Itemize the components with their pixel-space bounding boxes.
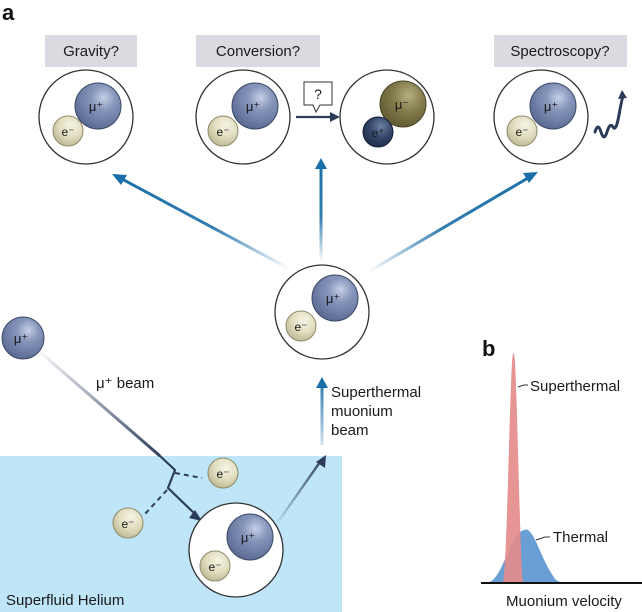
muon-minus-label: μ⁻ (395, 97, 409, 112)
antimuonium-atom: μ⁻ e⁺ (339, 69, 435, 165)
question-callout: ? (303, 81, 333, 114)
free-electron-2: e⁻ (112, 507, 144, 539)
muonium-atom-formed: μ⁺ e⁻ (188, 502, 284, 598)
electron-label: e⁻ (121, 517, 134, 531)
velocity-distribution-chart: Superthermal Thermal Muonium velocity (481, 353, 642, 610)
panel-b-label: b (482, 336, 495, 361)
photon-wave-icon (593, 90, 627, 139)
muonium-atom-conversion: μ⁺ e⁻ (195, 69, 291, 165)
superthermal-distribution (503, 353, 523, 583)
muon-label: μ⁺ (326, 291, 340, 306)
arrow-to-gravity (121, 177, 289, 270)
electron-label: e⁻ (208, 560, 221, 574)
incoming-muon: μ⁺ (1, 316, 45, 360)
emission-track-head (316, 455, 326, 468)
muonium-atom-emitted: μ⁺ e⁻ (274, 264, 370, 360)
muon-label: μ⁺ (246, 99, 260, 114)
muonium-atom-gravity: μ⁺ e⁻ (38, 69, 134, 165)
thermal-peak-label: Thermal (553, 529, 608, 546)
superthermal-beam-label-2: muonium (331, 403, 393, 420)
electron-label: e⁻ (515, 125, 528, 139)
spectroscopy-question-box: Spectroscopy? (494, 35, 627, 67)
electron-label: e⁻ (216, 467, 229, 481)
superfluid-helium-label: Superfluid Helium (6, 592, 124, 609)
superthermal-beam-label-3: beam (331, 422, 369, 439)
muon-label: μ⁺ (14, 331, 28, 346)
electron-label: e⁻ (294, 320, 307, 334)
gravity-question-box: Gravity? (45, 35, 137, 67)
conversion-question-label: Conversion? (216, 43, 300, 60)
thermal-leader (535, 536, 550, 541)
emission-track (277, 461, 321, 523)
thermal-distribution (486, 529, 562, 583)
muon-beam-line (39, 350, 161, 458)
positron-label: e⁺ (371, 126, 384, 140)
spectroscopy-question-label: Spectroscopy? (510, 43, 609, 60)
arrow-to-gravity-head (112, 174, 127, 185)
muon-beam-label: μ⁺ beam (96, 375, 154, 392)
panel-a-label: a (2, 0, 15, 25)
superthermal-beam-label-1: Superthermal (331, 384, 421, 401)
electron-label: e⁻ (216, 125, 229, 139)
muon-label: μ⁺ (89, 99, 103, 114)
superthermal-leader (517, 384, 528, 388)
conversion-question-box: Conversion? (196, 35, 320, 67)
muon-track (144, 455, 203, 521)
arrow-to-spectroscopy-head (523, 172, 538, 183)
muonium-atom-spectroscopy: μ⁺ e⁻ (493, 69, 589, 165)
superthermal-peak-label: Superthermal (530, 378, 620, 395)
arrow-to-conversion-head (315, 158, 327, 169)
arrow-to-spectroscopy (367, 176, 529, 274)
free-electron-1: e⁻ (207, 457, 239, 489)
electron-label: e⁻ (61, 125, 74, 139)
question-mark: ? (314, 86, 322, 102)
superthermal-beam-arrow-head (316, 377, 328, 388)
muon-label: μ⁺ (544, 99, 558, 114)
muon-label: μ⁺ (241, 530, 255, 545)
velocity-axis-label: Muonium velocity (506, 593, 622, 610)
gravity-question-label: Gravity? (63, 43, 119, 60)
